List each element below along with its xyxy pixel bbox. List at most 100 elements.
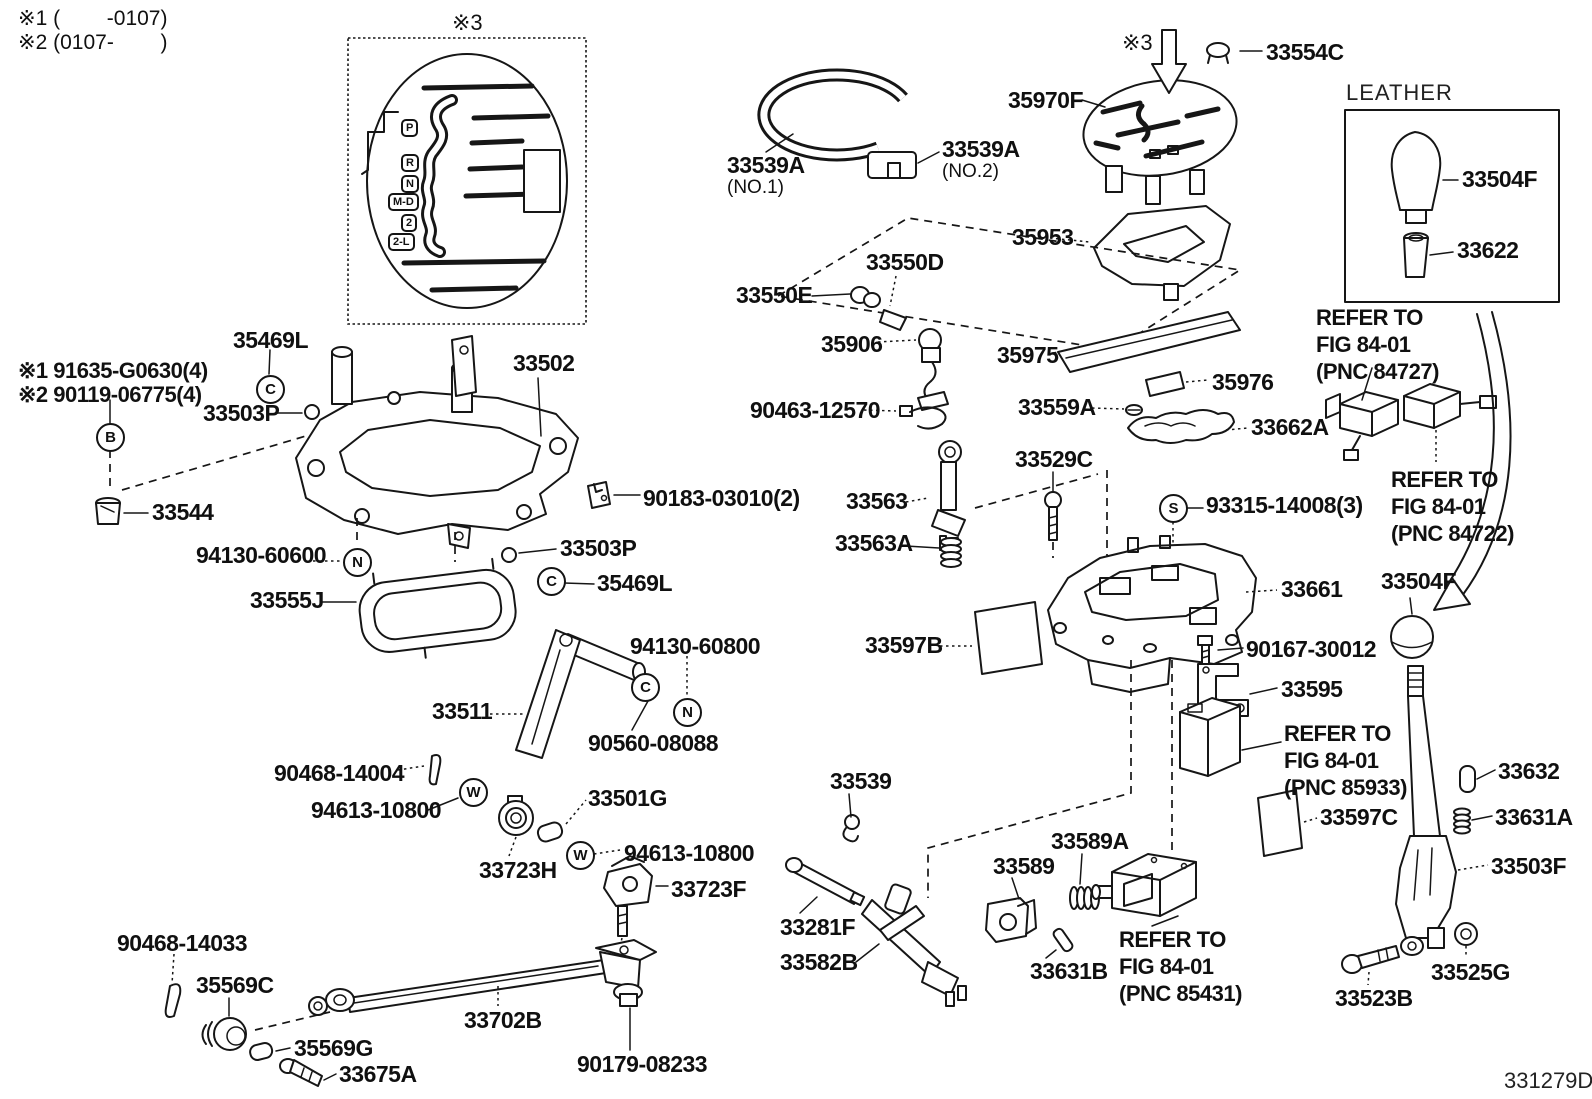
drawing-33539-bolt <box>842 793 860 843</box>
fastener-symbol-S: S <box>1159 494 1188 523</box>
drawing-33503f-lever <box>1395 665 1489 956</box>
fastener-symbol-C: C <box>537 567 566 596</box>
drawing-35569g-bushing <box>249 1042 291 1061</box>
part-label-90468-14033: 90468-14033 <box>117 930 248 956</box>
arrow-ref-mark: ※3 <box>1122 30 1153 55</box>
fastener-symbol-B: B <box>96 423 125 452</box>
part-label-33675A: 33675A <box>339 1061 417 1087</box>
shift-badge-R: R <box>401 154 419 172</box>
part-label-33511: 33511 <box>432 698 493 724</box>
drawing-33281f-rod <box>785 857 866 914</box>
drawing-33544-cap <box>95 497 149 525</box>
part-label-35569C: 35569C <box>196 972 274 998</box>
shift-badge-2-L: 2-L <box>388 233 415 251</box>
drawing-33631b-pin <box>1045 927 1074 959</box>
part-label-33631A: 33631A <box>1495 804 1573 830</box>
drawing-35970f-plate <box>1081 79 1238 205</box>
drawing-33539a-retainer <box>867 151 940 179</box>
drawing-33550d-pin <box>879 275 907 331</box>
part-label-33597B: 33597B <box>865 632 943 658</box>
part-label-33523B: 33523B <box>1335 985 1413 1011</box>
part-label-33702B: 33702B <box>464 1007 542 1033</box>
part-label-35469L: 35469L <box>597 570 673 596</box>
part-label-33503P: 33503P <box>203 400 280 426</box>
part-label-33597C: 33597C <box>1320 804 1398 830</box>
drawing-curved-arrow <box>1433 311 1512 611</box>
inset-ref-mark: ※3 <box>452 10 483 35</box>
part-label-94130-60600: 94130-60600 <box>196 542 327 568</box>
dashed-region-console <box>775 217 1243 351</box>
part-label-33544: 33544 <box>152 499 214 525</box>
drawing-33589-bracket <box>985 877 1037 943</box>
drawing-35569c-grommet <box>201 997 247 1051</box>
drawing-33675a-bolt <box>279 1058 337 1087</box>
drawing-relay-84727 <box>1325 367 1399 461</box>
fastener-symbol-N: N <box>673 698 702 727</box>
drawing-33503p-oring-2 <box>501 547 557 563</box>
part-label-90167-30012: 90167-30012 <box>1246 636 1377 662</box>
part-label-33631B: 33631B <box>1030 958 1108 984</box>
part-label-33529C: 33529C <box>1015 446 1093 472</box>
part-label-33632: 33632 <box>1498 758 1560 784</box>
leather-inset-title: LEATHER <box>1346 80 1453 105</box>
part-label-33504F: 33504F <box>1381 568 1457 594</box>
drawing-90463-wire <box>863 405 947 430</box>
part-label-35975: 35975 <box>997 342 1059 368</box>
part-label-33539A: 33539A(NO.2) <box>942 136 1020 182</box>
drawing-90183-clip <box>587 481 641 509</box>
part-label-33559A: 33559A <box>1018 394 1096 420</box>
part-label-33501G: 33501G <box>588 785 667 811</box>
drawing-33555j-gasket <box>358 557 517 659</box>
drawing-33723h-pivot <box>498 795 534 857</box>
part-label-33539: 33539 <box>830 768 892 794</box>
drawing-relay-84722 <box>1403 383 1497 462</box>
part-label-90179-08233: 90179-08233 <box>577 1051 708 1077</box>
part-label-33589A: 33589A <box>1051 828 1129 854</box>
drawing-35975-strip <box>1047 311 1241 373</box>
drawing-33563-lever <box>905 440 966 553</box>
production-note-1: ※1 ( -0107) <box>18 7 168 30</box>
part-label-33723F: 33723F <box>671 876 747 902</box>
drawing-90179-nut <box>613 983 643 1051</box>
part-label-35469L: 35469L <box>233 327 309 353</box>
drawing-33550e-screw <box>811 286 881 308</box>
drawing-33554c-clip <box>1206 42 1263 64</box>
part-label-33589: 33589 <box>993 853 1055 879</box>
part-label-33503F: 33503F <box>1491 853 1567 879</box>
fastener-note-2: ※2 90119-06775(4) <box>18 382 202 407</box>
part-label-35976: 35976 <box>1212 369 1274 395</box>
drawing-35906-switch <box>877 328 949 411</box>
shift-badge-2: 2 <box>401 214 418 232</box>
fastener-symbol-C: C <box>256 375 285 404</box>
part-label-33563: 33563 <box>846 488 908 514</box>
figure-code: 331279D <box>1504 1068 1592 1093</box>
fastener-symbol-W: W <box>566 841 595 870</box>
part-label-33723H: 33723H <box>479 857 557 883</box>
part-label-35970F: 35970F <box>1008 87 1084 113</box>
drawing-33702b-rod <box>308 939 657 1016</box>
drawing-33503p-oring-1 <box>276 404 320 420</box>
part-label-33525G: 33525G <box>1431 959 1510 985</box>
drawing-33559a-grommet <box>1091 404 1143 416</box>
fastener-symbol-N: N <box>343 548 372 577</box>
part-label-33555J: 33555J <box>250 587 324 613</box>
part-label-90463-12570: 90463-12570 <box>750 397 881 423</box>
part-label-94613-10800: 94613-10800 <box>624 840 755 866</box>
part-label-33661: 33661 <box>1281 576 1343 602</box>
fastener-symbol-C: C <box>631 673 660 702</box>
inset-pointer-arrow <box>1151 29 1187 94</box>
part-label-sub: (NO.1) <box>727 177 784 198</box>
drawing-33502-housing <box>295 335 579 549</box>
drawing-shift-pattern-inset <box>347 37 587 325</box>
part-label-93315-14008(3): 93315-14008(3) <box>1206 492 1363 518</box>
part-label-33550E: 33550E <box>736 282 813 308</box>
part-label-33503P: 33503P <box>560 535 637 561</box>
production-note-2: ※2 (0107- ) <box>18 31 168 54</box>
part-label-33595: 33595 <box>1281 676 1343 702</box>
drawing-85431-solenoid <box>1091 853 1197 927</box>
part-label-33662A: 33662A <box>1251 414 1329 440</box>
drawing-33501g-bushing <box>536 799 587 843</box>
